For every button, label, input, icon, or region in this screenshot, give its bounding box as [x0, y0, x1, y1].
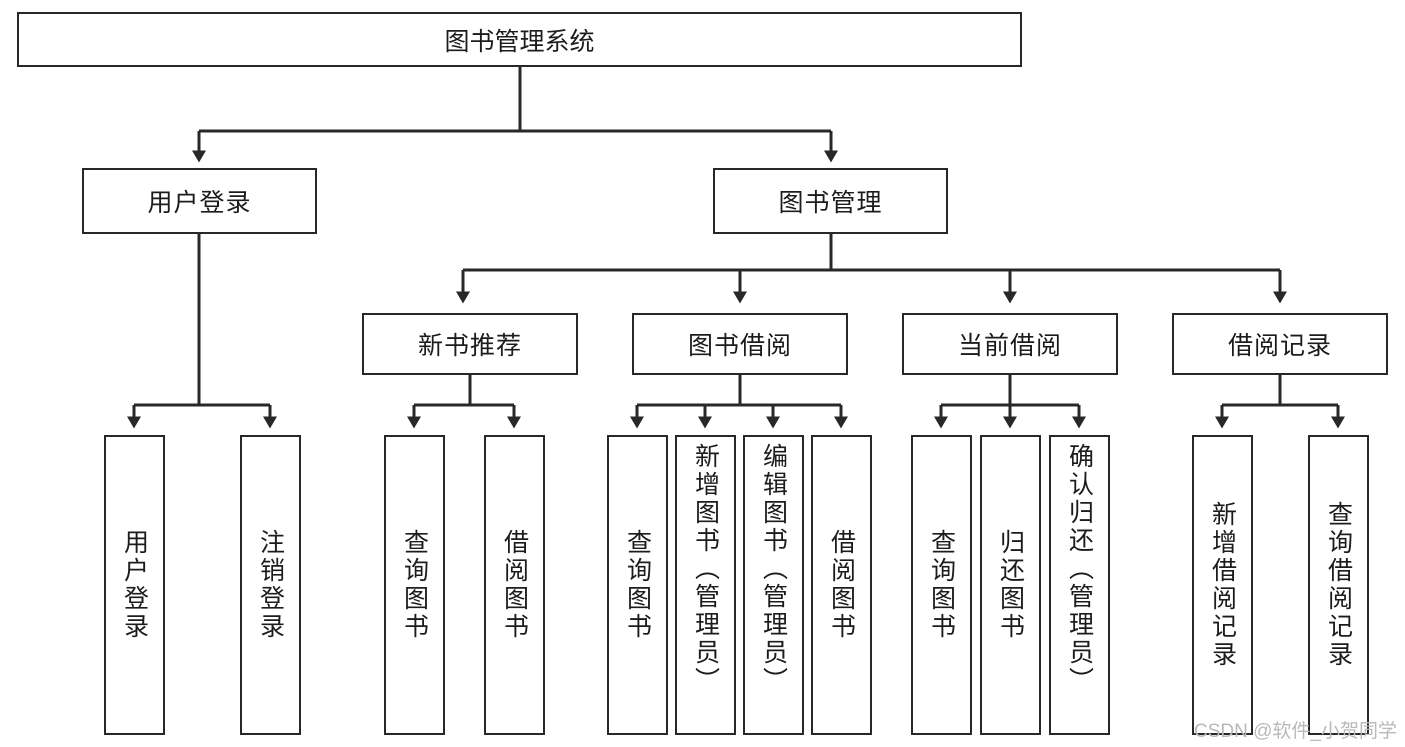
leaf-label: 查询图书 [927, 529, 956, 641]
node-user-login[interactable]: 用户登录 [82, 168, 317, 234]
node-new-book-recommend[interactable]: 新书推荐 [362, 313, 578, 375]
leaf-label: 新增借阅记录 [1208, 501, 1237, 669]
leaf-label: 查询借阅记录 [1324, 501, 1353, 669]
watermark-text: CSDN @软件_小贺同学 [1194, 721, 1397, 742]
leaf-borrow-add-book[interactable]: 新增图书（管理员） [675, 435, 736, 735]
leaf-label: 用户登录 [120, 529, 149, 641]
leaf-records-query-record[interactable]: 查询借阅记录 [1308, 435, 1369, 735]
leaf-label: 借阅图书 [500, 529, 529, 641]
node-book-borrow[interactable]: 图书借阅 [632, 313, 848, 375]
node-user-login-label: 用户登录 [147, 189, 252, 217]
leaf-current-return-book[interactable]: 归还图书 [980, 435, 1041, 735]
node-root-label: 图书管理系统 [444, 27, 595, 56]
leaf-current-query-book[interactable]: 查询图书 [911, 435, 972, 735]
leaf-label: 编辑图书（管理员） [759, 443, 788, 695]
leaf-records-add-record[interactable]: 新增借阅记录 [1192, 435, 1253, 735]
leaf-borrow-query-book[interactable]: 查询图书 [607, 435, 668, 735]
leaf-new-book-query[interactable]: 查询图书 [384, 435, 445, 735]
leaf-label: 查询图书 [623, 529, 652, 641]
leaf-label: 确认归还（管理员） [1065, 443, 1094, 695]
leaf-borrow-borrow-book[interactable]: 借阅图书 [811, 435, 872, 735]
node-book-management-label: 图书管理 [778, 189, 883, 217]
leaf-new-book-borrow[interactable]: 借阅图书 [484, 435, 545, 735]
leaf-current-confirm-return[interactable]: 确认归还（管理员） [1049, 435, 1110, 735]
node-book-management[interactable]: 图书管理 [713, 168, 948, 234]
node-root-system[interactable]: 图书管理系统 [17, 12, 1022, 67]
leaf-user-login-signin[interactable]: 用户登录 [104, 435, 165, 735]
leaf-label: 查询图书 [400, 529, 429, 641]
leaf-label: 借阅图书 [827, 529, 856, 641]
leaf-label: 归还图书 [996, 529, 1025, 641]
node-book-borrow-label: 图书借阅 [687, 332, 792, 360]
node-new-book-recommend-label: 新书推荐 [417, 332, 522, 360]
node-borrow-records[interactable]: 借阅记录 [1172, 313, 1388, 375]
leaf-user-login-signout[interactable]: 注销登录 [240, 435, 301, 735]
node-current-borrow-label: 当前借阅 [957, 332, 1062, 360]
leaf-label: 注销登录 [256, 529, 285, 641]
node-borrow-records-label: 借阅记录 [1227, 332, 1332, 360]
node-current-borrow[interactable]: 当前借阅 [902, 313, 1118, 375]
leaf-label: 新增图书（管理员） [691, 443, 720, 695]
leaf-borrow-edit-book[interactable]: 编辑图书（管理员） [743, 435, 804, 735]
